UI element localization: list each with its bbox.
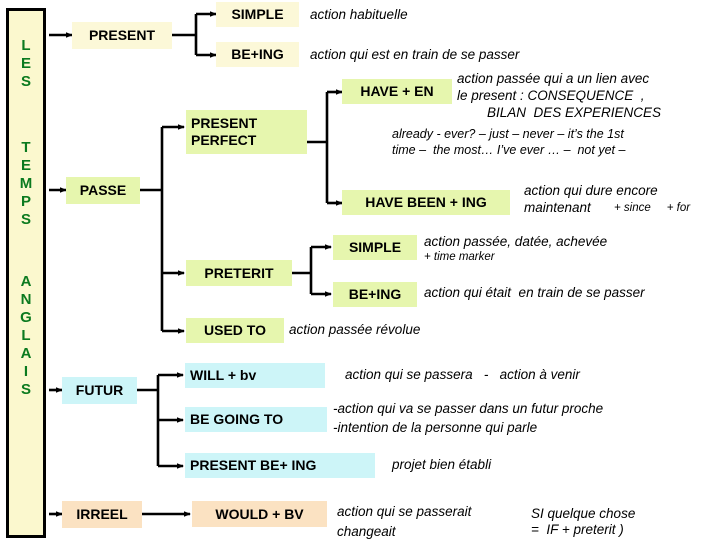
note-preterit-simple-line2: + time marker <box>424 251 495 263</box>
note-would-bv-condition-line2: = IF + preterit ) <box>531 522 624 537</box>
node-be-going-to[interactable]: BE GOING TO <box>185 407 327 432</box>
node-preterit-being[interactable]: BE+ING <box>333 282 417 307</box>
note-preterit-being: action qui était en train de se passer <box>424 285 645 300</box>
note-present-be-ing: projet bien établi <box>392 457 492 472</box>
note-present-simple: action habituelle <box>310 7 408 22</box>
note-would-bv-line1: action qui se passerait <box>337 504 472 519</box>
node-present-being[interactable]: BE+ING <box>216 42 299 67</box>
note-have-en-line3: BILAN DES EXPERIENCES <box>487 105 662 120</box>
note-have-en-markers-line2: time – the most… I’ve ever … – not yet – <box>392 143 626 157</box>
note-be-going-to-line1: -action qui va se passer dans un futur p… <box>333 401 604 416</box>
category-irreel[interactable]: IRREEL <box>62 501 142 528</box>
note-present-being: action qui est en train de se passer <box>310 47 520 62</box>
note-will-bv: action qui se passera - action à venir <box>345 367 580 382</box>
category-futur[interactable]: FUTUR <box>62 377 137 404</box>
note-preterit-simple-line1: action passée, datée, achevée <box>424 234 608 249</box>
node-have-en[interactable]: HAVE + EN <box>342 79 452 104</box>
note-have-en-line2: le present : CONSEQUENCE , <box>457 88 645 103</box>
node-present-perfect[interactable]: PRESENT PERFECT <box>186 110 307 154</box>
node-present-be-ing[interactable]: PRESENT BE+ ING <box>185 453 375 478</box>
note-used-to: action passée révolue <box>289 322 421 337</box>
node-preterit[interactable]: PRETERIT <box>186 260 292 286</box>
node-preterit-simple[interactable]: SIMPLE <box>333 235 417 260</box>
note-have-en-line1: action passée qui a un lien avec <box>457 71 650 86</box>
node-used-to[interactable]: USED TO <box>186 318 284 343</box>
node-have-been-ing[interactable]: HAVE BEEN + ING <box>342 190 510 215</box>
category-passe[interactable]: PASSE <box>66 177 140 204</box>
note-have-been-ing-line1: action qui dure encore <box>524 183 658 198</box>
note-have-en-markers-line1: already - ever? – just – never – it’s th… <box>392 127 624 141</box>
note-would-bv-line2: changeait <box>337 524 396 539</box>
category-present[interactable]: PRESENT <box>72 22 172 49</box>
note-have-been-ing-line2: maintenant <box>524 200 591 215</box>
node-present-simple[interactable]: SIMPLE <box>216 2 299 27</box>
node-will-bv[interactable]: WILL + bv <box>185 363 325 388</box>
node-would-bv[interactable]: WOULD + BV <box>192 501 327 527</box>
note-be-going-to-line2: -intention de la personne qui parle <box>333 420 538 435</box>
note-have-been-ing-markers: + since + for <box>614 202 691 214</box>
note-would-bv-condition-line1: SI quelque chose <box>531 506 636 521</box>
